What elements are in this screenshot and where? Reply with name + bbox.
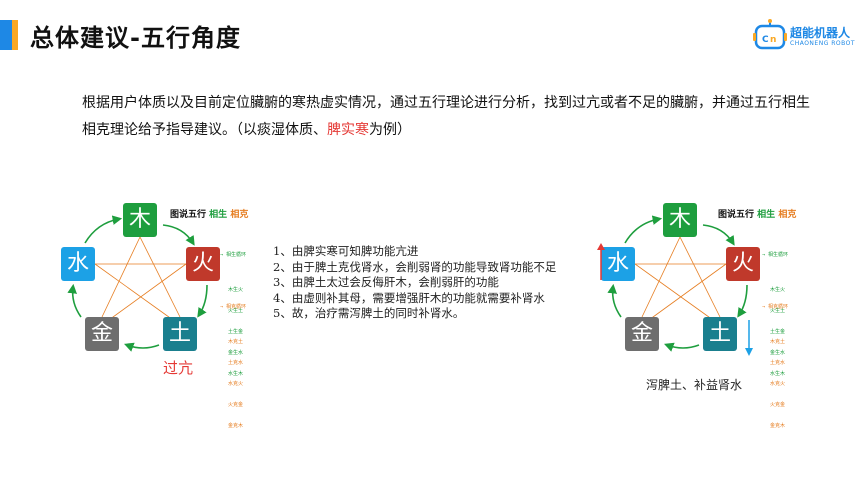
mini-legend-line: 火克金 <box>770 402 786 408</box>
ke-star-lines <box>94 236 187 326</box>
point-5: 5、故，治疗需泻脾土的同时补肾水。 <box>273 306 465 320</box>
legend-ke: 相克 <box>778 210 797 220</box>
legend-prefix: 图说五行 <box>170 210 207 220</box>
mini-legend-line: 火生土 <box>228 308 244 314</box>
mini-legend-line: 土克水 <box>228 360 244 366</box>
mini-legend-title: → 相生循环 <box>220 252 247 258</box>
wood-node: 木 <box>663 203 697 237</box>
brand-logo: C n 超能机器人 CHAONENG ROBOT <box>752 18 856 54</box>
mini-legend-sheng-1: → 相生循环 木生火 火生土 土生金 金生水 水生木 <box>220 238 246 399</box>
logo-subtext: CHAONENG ROBOT <box>790 40 856 47</box>
robot-icon: C n <box>753 19 787 50</box>
mini-legend-line: 木克土 <box>228 339 244 345</box>
mini-legend-line: 土克水 <box>770 360 786 366</box>
five-elements-diagram-1: 木 火 土 金 水 <box>55 195 255 365</box>
legend-prefix: 图说五行 <box>718 210 755 220</box>
sheng-cycle-arrows <box>67 215 208 352</box>
mini-legend-line: 水克火 <box>228 381 244 387</box>
diagram-1-lines <box>67 215 208 352</box>
treatment-caption: 泻脾土、补益肾水 <box>646 378 743 392</box>
intro-highlight: 脾实寒 <box>327 122 369 138</box>
fire-node: 火 <box>726 247 760 281</box>
earth-node: 土 <box>163 317 197 351</box>
mini-legend-line: 金克木 <box>770 423 786 429</box>
mini-legend-ke-1: → 相克循环 木克土 土克水 水克火 火克金 金克木 <box>220 290 246 451</box>
mini-legend-line: 金克木 <box>228 423 244 429</box>
ke-star-lines <box>634 236 727 326</box>
svg-text:C: C <box>762 35 769 45</box>
legend-sheng: 相生 <box>209 210 228 220</box>
intro-line-1: 根据用户体质以及目前定位臟腑的寒热虚实情况，通过五行理论进行分析，找到过亢或者不… <box>82 95 810 111</box>
mini-legend-line: 木生火 <box>228 287 244 293</box>
earth-node: 土 <box>703 317 737 351</box>
legend-sheng: 相生 <box>757 210 776 220</box>
diagram-2-lines <box>607 215 748 352</box>
mini-legend-line: 火克金 <box>228 402 244 408</box>
analysis-points: 1、由脾实寒可知脾功能亢进 2、由于脾土克伐肾水，会削弱肾的功能导致肾功能不足 … <box>273 244 556 322</box>
point-1: 1、由脾实寒可知脾功能亢进 <box>273 244 419 258</box>
metal-node: 金 <box>85 317 119 351</box>
intro-line-2-post: 为例） <box>369 122 411 138</box>
water-node: 水 <box>601 247 635 281</box>
title-accent-bar <box>0 20 12 50</box>
water-increase-arrow-icon <box>597 243 605 280</box>
mini-legend-line: 金生水 <box>770 350 786 356</box>
water-node: 水 <box>61 247 95 281</box>
fire-node: 火 <box>186 247 220 281</box>
mini-legend-sheng-2: → 相生循环 木生火 火生土 土生金 金生水 水生木 <box>762 238 788 399</box>
mini-legend-line: 水生木 <box>228 371 244 377</box>
point-4: 4、由虚则补其母，需要增强肝木的功能就需要补肾水 <box>273 290 545 305</box>
logo-text: 超能机器人 <box>790 26 851 40</box>
mini-legend-line: 木克土 <box>770 339 786 345</box>
earth-decrease-arrow-icon <box>745 320 753 356</box>
wood-node: 木 <box>123 203 157 237</box>
mini-legend-title: → 相克循环 <box>762 304 789 310</box>
sheng-cycle-arrows <box>607 215 748 352</box>
point-2: 2、由于脾土克伐肾水，会削弱肾的功能导致肾功能不足 <box>273 259 557 274</box>
legend-title-2: 图说五行 相生 相克 <box>718 207 796 220</box>
intro-paragraph: 根据用户体质以及目前定位臟腑的寒热虚实情况，通过五行理论进行分析，找到过亢或者不… <box>82 90 842 144</box>
title-accent-bar-secondary <box>12 20 18 50</box>
mini-legend-ke-2: → 相克循环 木克土 土克水 水克火 火克金 金克木 <box>762 290 788 451</box>
intro-line-2: 相克理论给予指导建议。（以痰湿体质、脾实寒为例） <box>82 117 842 144</box>
mini-legend-line: 火生土 <box>770 308 786 314</box>
metal-node: 金 <box>625 317 659 351</box>
intro-line-2-pre: 相克理论给予指导建议。（以痰湿体质、 <box>82 122 327 138</box>
mini-legend-line: 木生火 <box>770 287 786 293</box>
page-title: 总体建议-五行角度 <box>30 24 241 52</box>
legend-ke: 相克 <box>230 210 249 220</box>
mini-legend-line: 土生金 <box>228 329 244 335</box>
mini-legend-line: 水克火 <box>770 381 786 387</box>
point-3: 3、由脾土太过会反侮肝木，会削弱肝的功能 <box>273 275 499 289</box>
five-elements-diagram-2: 木 火 土 金 水 <box>595 195 795 365</box>
mini-legend-title: → 相克循环 <box>220 304 247 310</box>
legend-title-1: 图说五行 相生 相克 <box>170 207 248 220</box>
mini-legend-line: 水生木 <box>770 371 786 377</box>
mini-legend-title: → 相生循环 <box>762 252 789 258</box>
mini-legend-line: 土生金 <box>770 329 786 335</box>
mini-legend-line: 金生水 <box>228 350 244 356</box>
excess-label: 过亢 <box>163 359 194 377</box>
svg-text:n: n <box>770 35 776 45</box>
